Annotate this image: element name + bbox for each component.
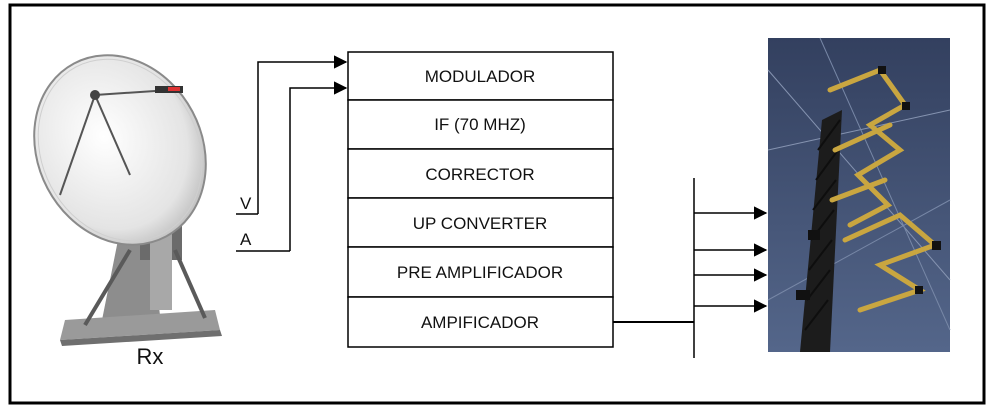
antenna-tower-icon bbox=[767, 37, 951, 352]
v-input-label: V bbox=[240, 194, 252, 213]
block-if bbox=[347, 99, 614, 150]
block-pre-amplificador-label: PRE AMPLIFICADOR bbox=[397, 263, 563, 282]
block-up-converter-label: UP CONVERTER bbox=[413, 214, 547, 233]
block-ampificador-label: AMPIFICADOR bbox=[421, 313, 539, 332]
receiver-label: Rx bbox=[137, 344, 164, 369]
block-modulador-label: MODULADOR bbox=[425, 67, 536, 86]
block-modulador bbox=[347, 51, 614, 101]
block-stack: MODULADOR IF (70 MHZ) CORRECTOR UP CONVE… bbox=[347, 51, 614, 348]
block-if-label: IF (70 MHZ) bbox=[434, 115, 526, 134]
a-signal-line bbox=[289, 81, 348, 251]
block-pre-amplificador bbox=[347, 246, 614, 298]
a-input-label: A bbox=[240, 230, 252, 249]
diagram-frame bbox=[8, 3, 986, 405]
satellite-dish-icon bbox=[33, 54, 222, 346]
v-signal-line bbox=[257, 55, 348, 214]
block-corrector-label: CORRECTOR bbox=[425, 165, 534, 184]
